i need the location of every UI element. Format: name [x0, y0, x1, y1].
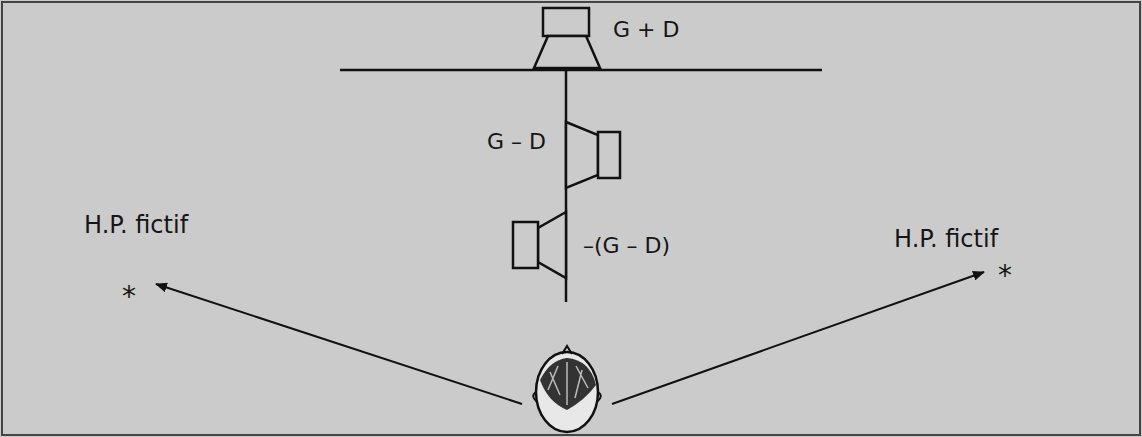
- signal-label: G + D: [613, 19, 679, 41]
- speaker-cone: [538, 212, 566, 278]
- direction-arrow: [156, 284, 522, 404]
- speaker-cone: [534, 36, 600, 68]
- listener-head: [533, 346, 601, 432]
- speaker-magnet: [513, 222, 538, 268]
- virtual-speaker-label: H.P. fictif: [84, 213, 188, 237]
- speaker-magnet: [543, 8, 589, 36]
- speaker-magnet: [598, 132, 620, 178]
- signal-label: G – D: [487, 131, 546, 153]
- virtual-speaker-mark: *: [998, 262, 1012, 290]
- virtual-speaker-label: H.P. fictif: [894, 227, 998, 251]
- virtual-speaker-mark: *: [122, 283, 136, 311]
- speaker-cone: [566, 122, 598, 188]
- direction-arrow: [612, 272, 984, 404]
- signal-label: –(G – D): [583, 235, 670, 257]
